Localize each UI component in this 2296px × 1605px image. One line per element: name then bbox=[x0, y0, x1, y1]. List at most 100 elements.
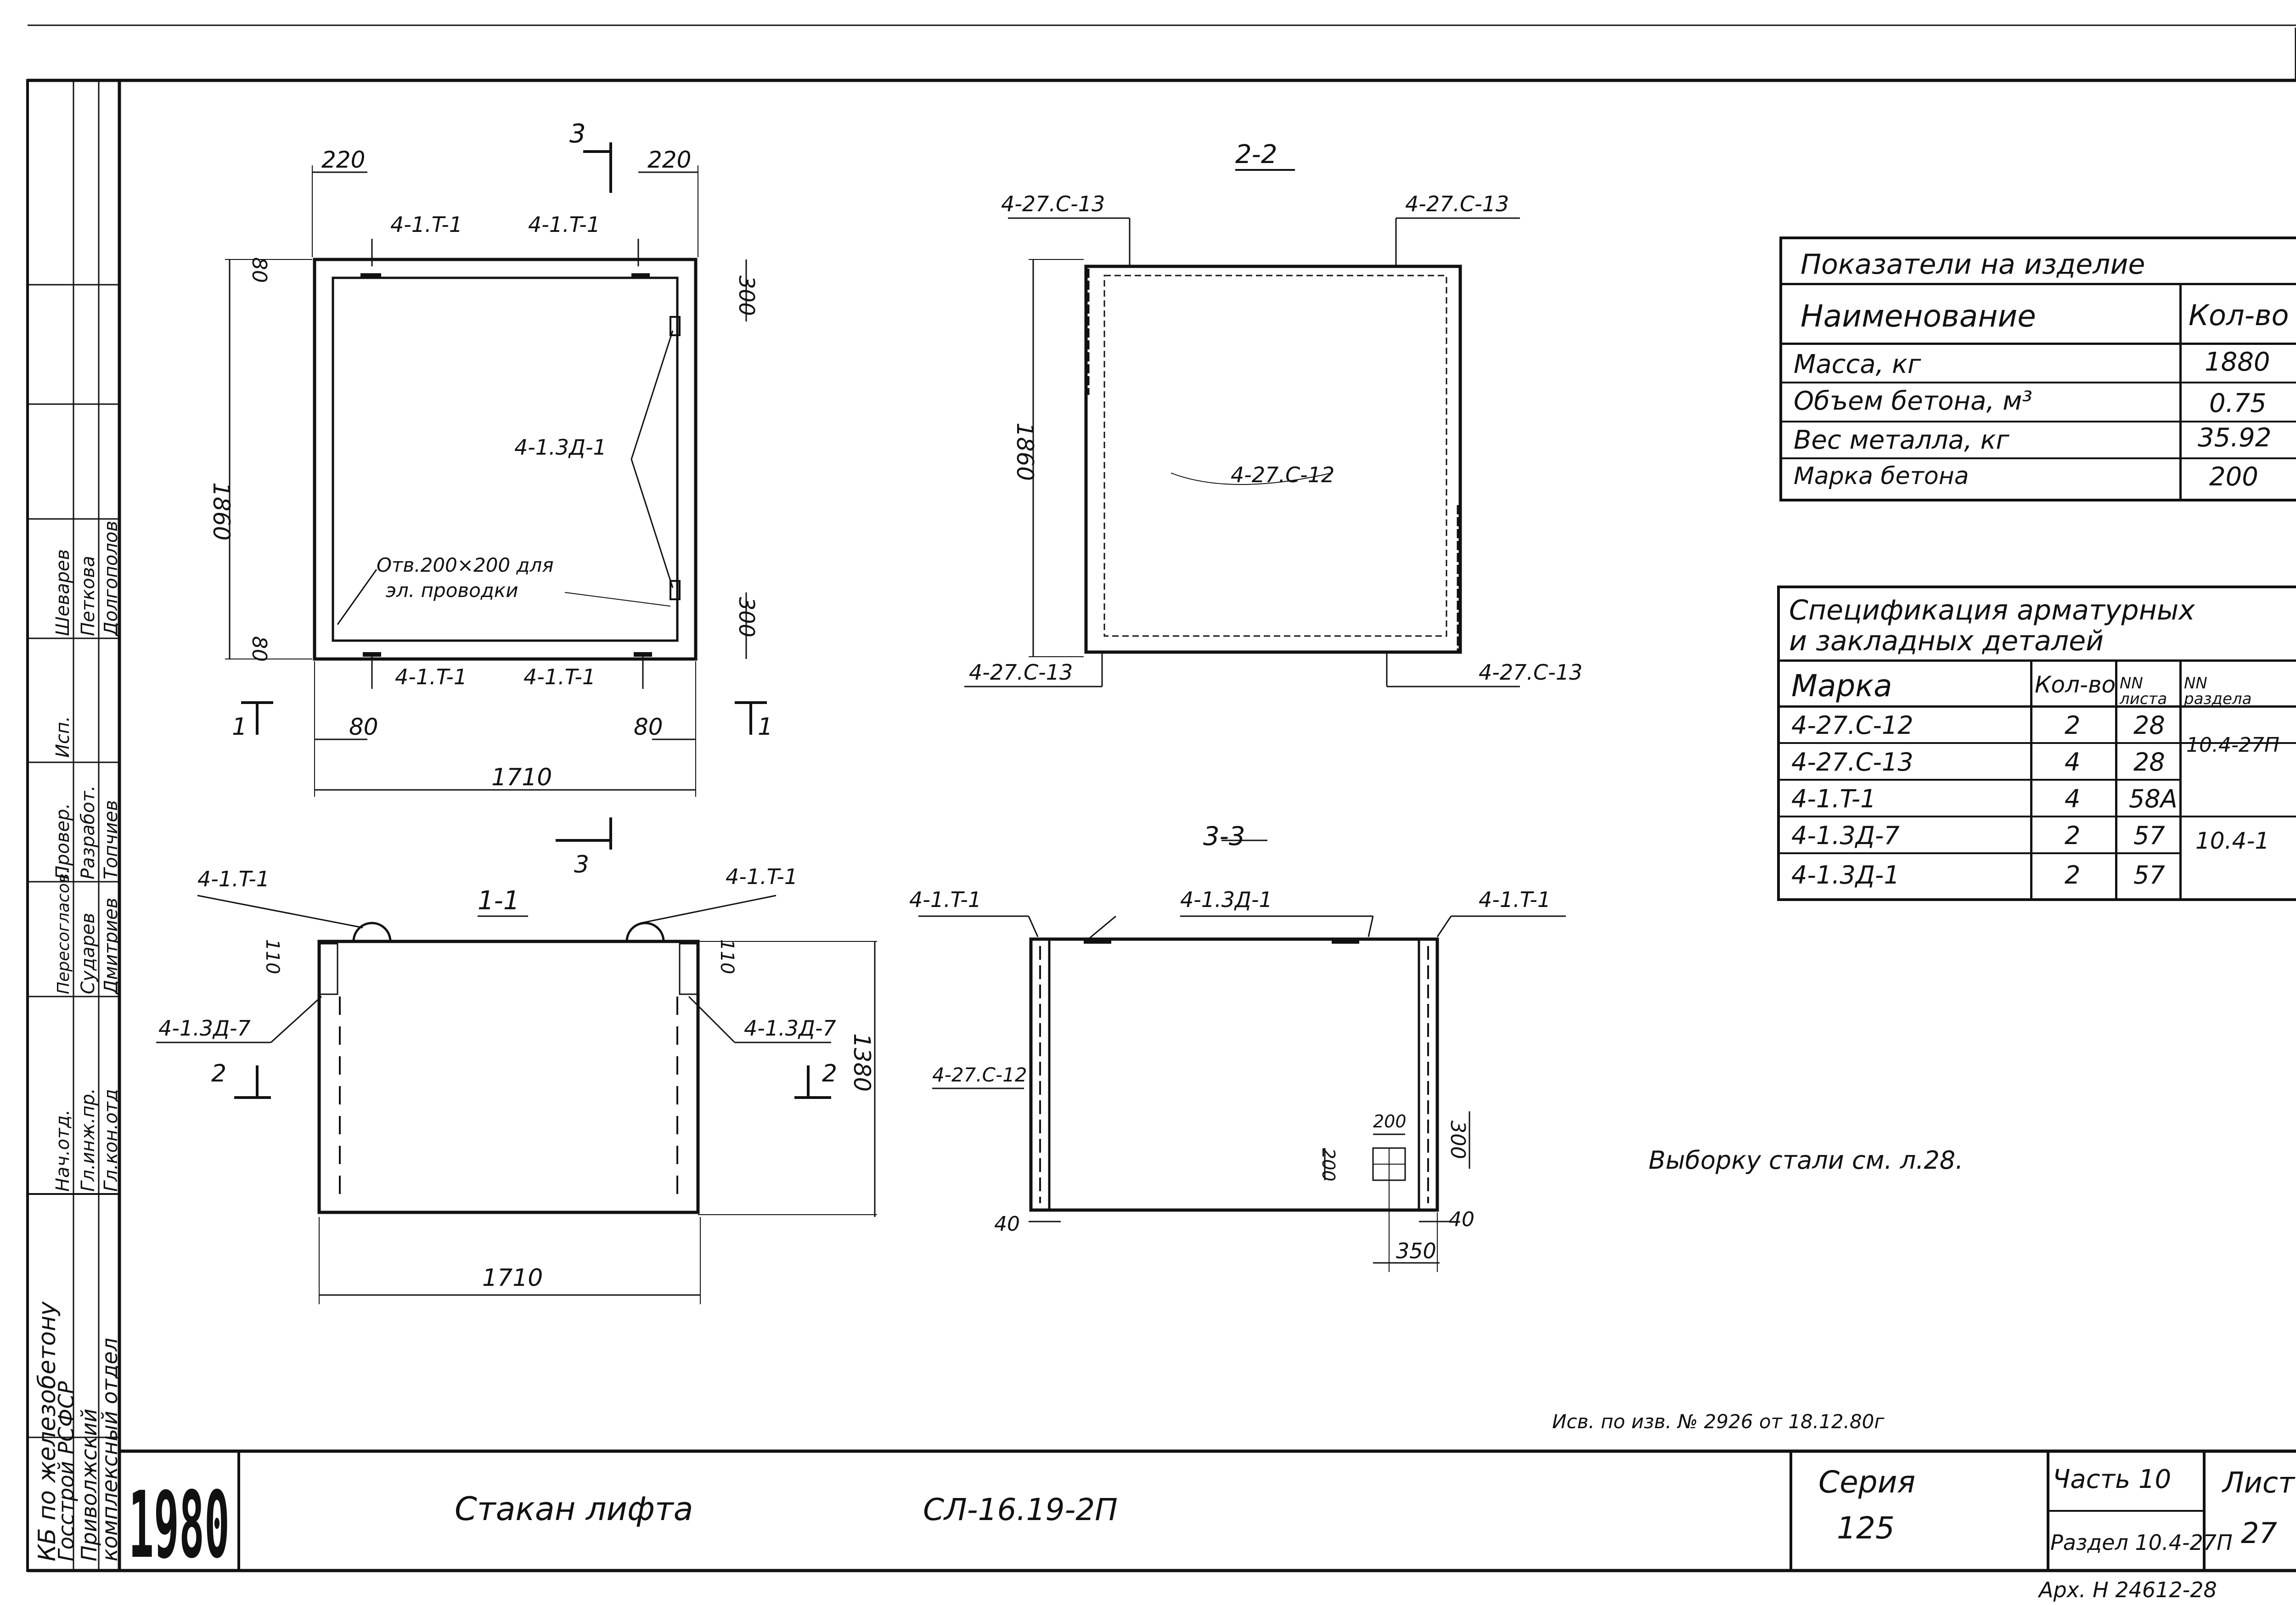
spec-divider-h4 bbox=[1780, 779, 2179, 781]
spec-row-1-qty: 4 bbox=[2065, 748, 2081, 777]
stamp-series-value: 125 bbox=[1837, 1510, 1895, 1546]
spec-divider-h3 bbox=[1780, 742, 2296, 744]
plan-view bbox=[225, 142, 767, 850]
stamp-section: Раздел 10.4-27П bbox=[2050, 1530, 2233, 1555]
plan-label-hole-2: эл. проводки bbox=[386, 579, 518, 602]
plan-dim-top-right: 220 bbox=[647, 146, 691, 173]
spec-row-2-mark: 4-1.T-1 bbox=[1791, 784, 1876, 813]
section-3-3-dim-200-horiz: 200 bbox=[1373, 1111, 1407, 1132]
spec-header-sheet: NN листа bbox=[2120, 674, 2167, 708]
stamp-part: Часть 10 bbox=[2053, 1464, 2171, 1494]
specification-table: Спецификация арматурных и закладных дета… bbox=[1777, 586, 2296, 901]
section-1-1-t1-left: 4-1.T-1 bbox=[197, 867, 270, 891]
section-1-1-width: 1710 bbox=[482, 1264, 543, 1292]
indicators-row-3-name: Марка бетона bbox=[1794, 462, 1969, 490]
side-org-2: Госстрой РСФСР bbox=[54, 1381, 79, 1561]
section-2-2-c12: 4-27.C-12 bbox=[1231, 462, 1334, 487]
section-1-1-dim-right: 110 bbox=[716, 939, 737, 974]
section-2-2-labels: 2-2 4-27.C-13 4-27.C-13 1860 4-27.C-12 4… bbox=[969, 140, 1582, 685]
indicators-divider-v bbox=[2179, 283, 2182, 499]
plan-labels: 3 220 220 4-1.T-1 4-1.T-1 1860 80 80 300… bbox=[208, 119, 773, 879]
spec-section-group-1: 10.4-27П bbox=[2186, 733, 2279, 757]
section-3-3-zd1: 4-1.3Д-1 bbox=[1180, 887, 1272, 912]
spec-title-line-1: Спецификация арматурных bbox=[1789, 594, 2195, 626]
section-3-3-t1-right: 4-1.T-1 bbox=[1479, 887, 1551, 912]
plan-label-t1-bot-right: 4-1.T-1 bbox=[523, 665, 596, 689]
section-3-3-c12: 4-27.C-12 bbox=[932, 1064, 1027, 1086]
section-2-2 bbox=[964, 169, 1520, 687]
spec-header-section: NN раздела bbox=[2184, 674, 2252, 708]
plan-cut-mark-right: 1 bbox=[758, 713, 773, 741]
stamp-series-label: Серия bbox=[1818, 1464, 1915, 1500]
section-3-3-dim-40-left: 40 bbox=[994, 1212, 1020, 1236]
spec-row-2-qty: 4 bbox=[2065, 784, 2081, 813]
section-3-3-dim-300: 300 bbox=[1446, 1121, 1469, 1159]
spec-row-4-mark: 4-1.3Д-1 bbox=[1791, 861, 1900, 890]
title-block bbox=[119, 1449, 2296, 1571]
side-name-2: Топчиев bbox=[101, 800, 122, 879]
plan-cut-mark-bottom: 3 bbox=[574, 851, 589, 879]
plan-cut-mark-left: 1 bbox=[232, 713, 247, 741]
plan-section-mark-3: 3 bbox=[569, 119, 586, 149]
indicators-row-1-value: 0.75 bbox=[2209, 389, 2267, 418]
spec-row-3-qty: 2 bbox=[2065, 821, 2081, 850]
side-org-3: Приволжский bbox=[77, 1408, 101, 1561]
plan-label-hole: Отв.200×200 для bbox=[377, 554, 554, 576]
side-name-0: Сударев bbox=[78, 913, 99, 994]
side-org-4: комплексный отдел bbox=[97, 1338, 122, 1561]
side-block bbox=[26, 79, 121, 1572]
spec-header-qty: Кол-во bbox=[2035, 671, 2116, 698]
section-1-1-zd7-left: 4-1.3Д-7 bbox=[158, 1016, 251, 1041]
side-org-1: КБ по железобетону bbox=[34, 1301, 61, 1561]
indicators-col-qty: Кол-во bbox=[2189, 298, 2289, 332]
side-role-0: Нач.отд. bbox=[52, 1109, 73, 1192]
plan-label-t1-bot-left: 4-1.T-1 bbox=[395, 665, 467, 689]
plan-dim-height: 1860 bbox=[208, 482, 235, 541]
indicators-table: Показатели на изделие Наименование Кол-в… bbox=[1779, 237, 2296, 501]
section-2-2-c13-bottom-left: 4-27.C-13 bbox=[969, 660, 1073, 685]
plan-dim-right-top: 300 bbox=[734, 276, 759, 316]
indicators-title: Показатели на изделие bbox=[1801, 248, 2145, 281]
section-2-2-c13-top-left: 4-27.C-13 bbox=[1001, 191, 1105, 216]
section-1-1-cut-right: 2 bbox=[822, 1060, 837, 1087]
side-role-2: Гл.кон.отд bbox=[101, 1089, 122, 1192]
spec-divider-v3 bbox=[2179, 659, 2182, 898]
plan-label-t1-top-left: 4-1.T-1 bbox=[390, 212, 462, 237]
side-name-5: Долгополов bbox=[101, 521, 122, 637]
section-3-3 bbox=[918, 839, 1566, 1272]
stamp-title-product: Стакан лифта bbox=[455, 1490, 693, 1528]
spec-divider-h2 bbox=[1780, 705, 2296, 708]
spec-row-3-mark: 4-1.3Д-7 bbox=[1791, 821, 1900, 850]
stamp-title-code: СЛ-16.19-2П bbox=[923, 1492, 1118, 1527]
indicators-divider-h3 bbox=[1782, 382, 2296, 383]
section-1-1-t1-right: 4-1.T-1 bbox=[726, 864, 798, 889]
side-name-4: Петкова bbox=[78, 556, 99, 636]
stamp-sheet-label: Лист bbox=[2222, 1466, 2296, 1499]
plan-dim-bottom-left: 80 bbox=[349, 714, 378, 740]
section-1-1-dim-left: 110 bbox=[262, 939, 283, 974]
plan-dim-width: 1710 bbox=[491, 764, 552, 791]
side-role-1: Гл.инж.пр. bbox=[78, 1088, 99, 1192]
spec-divider-h1 bbox=[1780, 659, 2296, 662]
section-1-1-labels: 1-1 4-1.T-1 4-1.T-1 110 110 4-1.3Д-7 4-1… bbox=[158, 864, 875, 1292]
side-block-labels: КБ по железобетону Госстрой РСФСР Привол… bbox=[34, 521, 122, 1561]
indicators-row-2-value: 35.92 bbox=[2198, 423, 2272, 453]
spec-row-0-sheet: 28 bbox=[2133, 711, 2165, 740]
section-1-1-cut-left: 2 bbox=[211, 1060, 226, 1087]
section-3-3-labels: 3-3 4-1.T-1 4-1.3Д-1 4-1.T-1 4-27.C-12 2… bbox=[909, 822, 1551, 1263]
stamp-sheet-value: 27 bbox=[2241, 1516, 2277, 1550]
indicators-divider-h4 bbox=[1782, 421, 2296, 422]
indicators-divider-h5 bbox=[1782, 457, 2296, 459]
side-name-1: Дмитриев bbox=[101, 898, 122, 995]
plan-dim-left-bottom: 80 bbox=[248, 636, 271, 662]
section-1-1 bbox=[156, 895, 877, 1304]
spec-row-2-sheet: 58A bbox=[2129, 784, 2178, 813]
section-1-1-height: 1380 bbox=[849, 1033, 875, 1092]
section-2-2-title: 2-2 bbox=[1235, 140, 1277, 169]
spec-section-group-2: 10.4-1 bbox=[2195, 828, 2270, 854]
stamp-year: 1980 bbox=[129, 1472, 230, 1579]
inventory-note: Исв. по изв. № 2926 от 18.12.80г bbox=[1552, 1410, 1885, 1433]
section-2-2-height: 1860 bbox=[1012, 422, 1038, 481]
indicators-row-1-name: Объем бетона, м³ bbox=[1794, 386, 2032, 416]
